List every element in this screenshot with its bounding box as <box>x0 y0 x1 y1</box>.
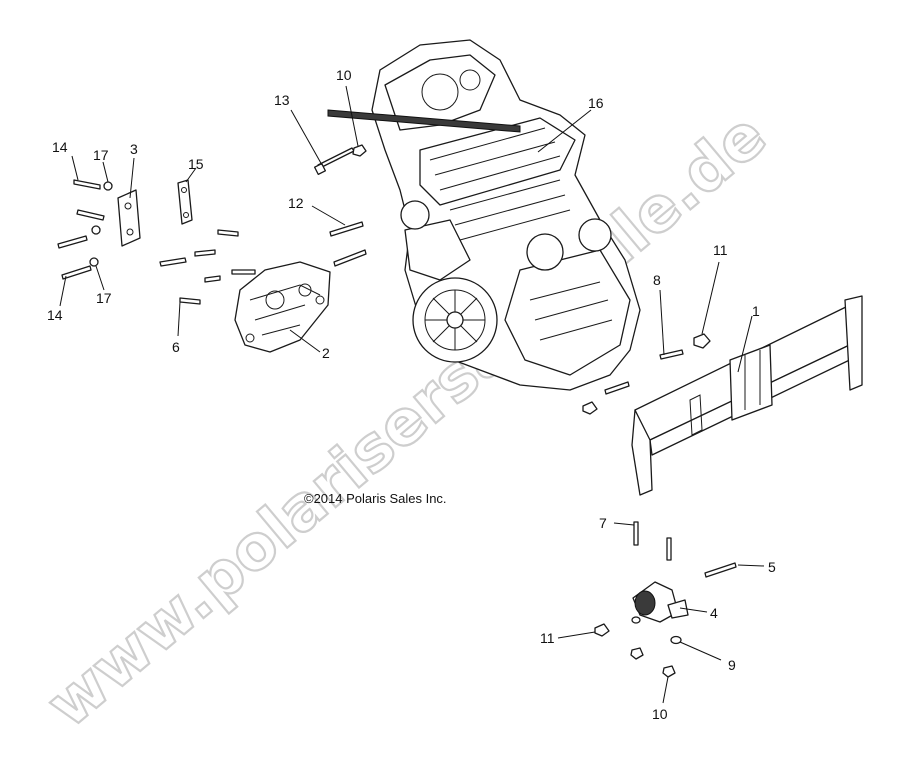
callout-17-bottom: 17 <box>96 290 112 306</box>
callout-11-bottom: 11 <box>540 630 555 646</box>
callout-14-top: 14 <box>52 139 68 155</box>
callout-4: 4 <box>710 605 718 621</box>
callout-8: 8 <box>653 272 661 288</box>
callout-10-bottom: 10 <box>652 706 668 722</box>
rubber-mount-4 <box>632 581 689 623</box>
leader-lines <box>59 85 765 704</box>
callout-17-top: 17 <box>93 147 109 163</box>
callout-9: 9 <box>728 657 736 673</box>
callout-15: 15 <box>188 156 204 172</box>
callout-10-top: 10 <box>336 67 352 83</box>
callout-7: 7 <box>599 515 607 531</box>
copyright-notice: ©2014 Polaris Sales Inc. <box>304 491 447 506</box>
plate-15 <box>177 179 193 225</box>
fasteners <box>57 144 737 678</box>
callout-16: 16 <box>588 95 604 111</box>
callout-labels: 1 2 3 4 5 6 7 8 9 10 10 11 11 12 13 14 1… <box>47 67 776 722</box>
callout-14-bottom: 14 <box>47 307 63 323</box>
callout-12: 12 <box>288 195 304 211</box>
engine-mount-bracket <box>234 261 331 353</box>
callout-13: 13 <box>274 92 290 108</box>
callout-2: 2 <box>322 345 330 361</box>
callout-11-top: 11 <box>713 242 728 258</box>
frame-crossmember <box>631 295 863 496</box>
engine-assembly <box>327 39 641 391</box>
callout-3: 3 <box>130 141 138 157</box>
bracket-3 <box>117 189 141 247</box>
callout-6: 6 <box>172 339 180 355</box>
callout-5: 5 <box>768 559 776 575</box>
callout-1: 1 <box>752 303 760 319</box>
